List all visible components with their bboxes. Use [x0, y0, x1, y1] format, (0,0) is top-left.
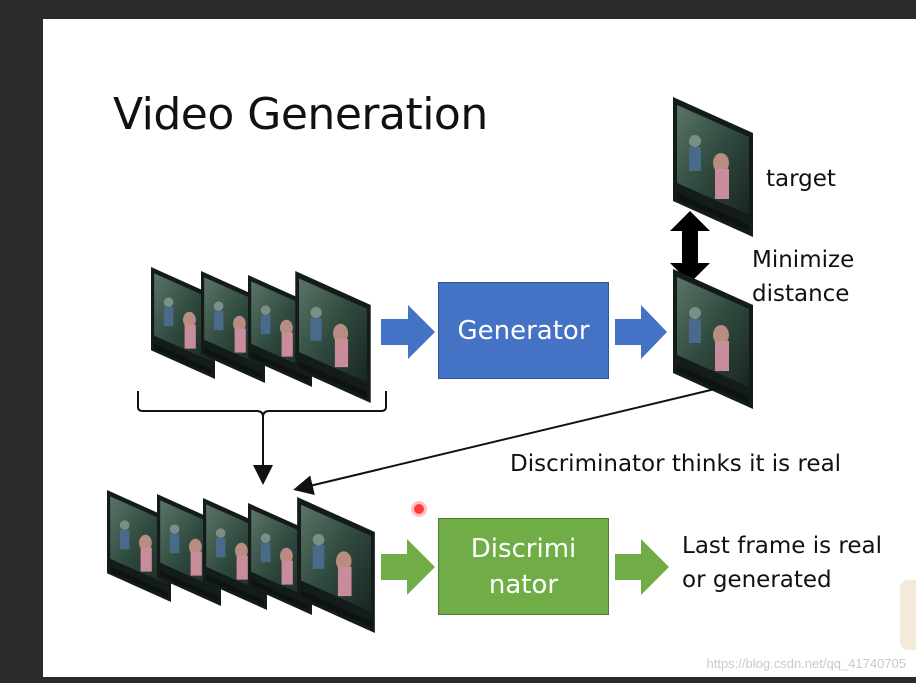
target-label: target: [766, 166, 836, 192]
slide: Video Generation target Minimize distanc…: [43, 19, 916, 677]
block-arrow-icon: [381, 305, 435, 359]
block-arrow-icon: [615, 539, 669, 595]
brace: [137, 391, 387, 418]
input-frames: [151, 267, 371, 403]
output-label-line2: or generated: [682, 567, 832, 593]
slide-title: Video Generation: [113, 89, 488, 140]
block-arrow-icon: [615, 305, 667, 359]
double-arrow-icon: [670, 211, 710, 283]
watermark: https://blog.csdn.net/qq_41740705: [706, 656, 907, 671]
discriminator-frames: [107, 490, 375, 633]
cursor-pointer-icon: [414, 504, 424, 514]
generator-label: Generator: [457, 315, 590, 346]
generator-box: Generator: [438, 282, 609, 379]
diagram-canvas: [107, 97, 753, 633]
side-tab[interactable]: [900, 580, 916, 650]
discriminator-box: Discrimi nator: [438, 518, 609, 615]
discriminator-label-line1: Discrimi: [470, 533, 577, 564]
minimize-label-line2: distance: [752, 281, 850, 307]
disc-thinks-label: Discriminator thinks it is real: [510, 451, 842, 477]
block-arrow-icon: [381, 539, 435, 595]
generated-frame: [673, 269, 753, 409]
output-label-line1: Last frame is real: [682, 533, 883, 559]
generated-to-disc-arrow: [293, 388, 716, 496]
minimize-label-line1: Minimize: [752, 247, 855, 273]
discriminator-label-line2: nator: [488, 569, 559, 600]
